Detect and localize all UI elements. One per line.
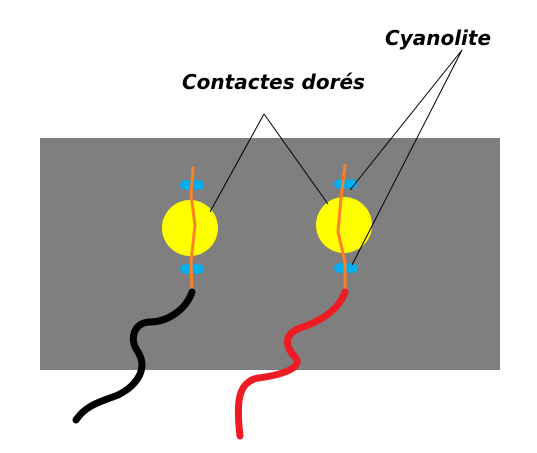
right-orange-lead [336,163,347,294]
gold-contacts-pointer-left [209,113,265,213]
right-gold-contact [316,197,372,253]
red-wire [234,288,349,440]
grey-board [40,138,500,370]
left-orange-lead [189,166,197,294]
left-gold-contact [162,200,218,256]
cyanolite-label: Cyanolite [385,26,491,50]
right-cyanolite-dot-top-right [344,179,358,189]
pointer-lines [209,49,463,266]
right-cyanolite-dot-bottom-right [344,263,358,273]
left-cyanolite-dot-top-right [190,180,204,190]
left-component [72,166,218,424]
right-component [234,163,372,440]
left-cyanolite-dot-bottom-right [190,264,204,274]
cyanolite-pointer-lower [351,49,463,266]
gold-contacts-label: Contactes dorés [182,70,365,94]
black-wire [72,288,196,424]
cyanolite-pointer-upper [349,49,463,191]
gold-contacts-pointer-right [263,113,329,205]
